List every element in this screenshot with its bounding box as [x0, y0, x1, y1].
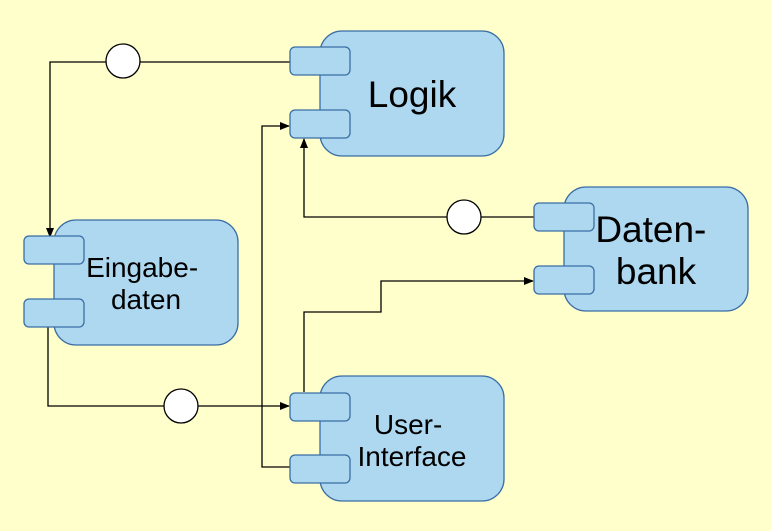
port-eingabedaten-bottom — [23, 298, 85, 328]
component-logik[interactable]: Logik — [289, 30, 505, 157]
interface-circle-eingabedaten — [163, 388, 199, 424]
connector-eingabedaten-to-user-interface — [47, 327, 290, 410]
port-logik-bottom — [289, 109, 351, 139]
interface-circle-datenbank — [446, 199, 482, 235]
component-logik-label: Logik — [368, 74, 457, 115]
port-logik-top — [289, 46, 351, 76]
port-datenbank-bottom — [533, 265, 595, 295]
connector-user-interface-to-logik — [261, 122, 290, 468]
component-eingabedaten[interactable]: Eingabe- daten — [23, 219, 239, 346]
port-eingabedaten-top — [23, 235, 85, 265]
port-user-interface-bottom — [289, 454, 351, 484]
component-eingabedaten-label: Eingabe- daten — [86, 252, 206, 315]
component-user-interface[interactable]: User- Interface — [289, 375, 505, 502]
connector-user-interface-to-datenbank — [303, 277, 534, 392]
component-user-interface-label: User- Interface — [358, 409, 467, 472]
port-datenbank-top — [533, 202, 595, 232]
connector-logik-to-eingabedaten — [46, 61, 290, 238]
component-datenbank-label: Daten- bank — [595, 209, 716, 292]
port-user-interface-top — [289, 392, 351, 422]
interface-circle-logik — [105, 43, 141, 79]
component-datenbank[interactable]: Daten- bank — [533, 186, 749, 312]
